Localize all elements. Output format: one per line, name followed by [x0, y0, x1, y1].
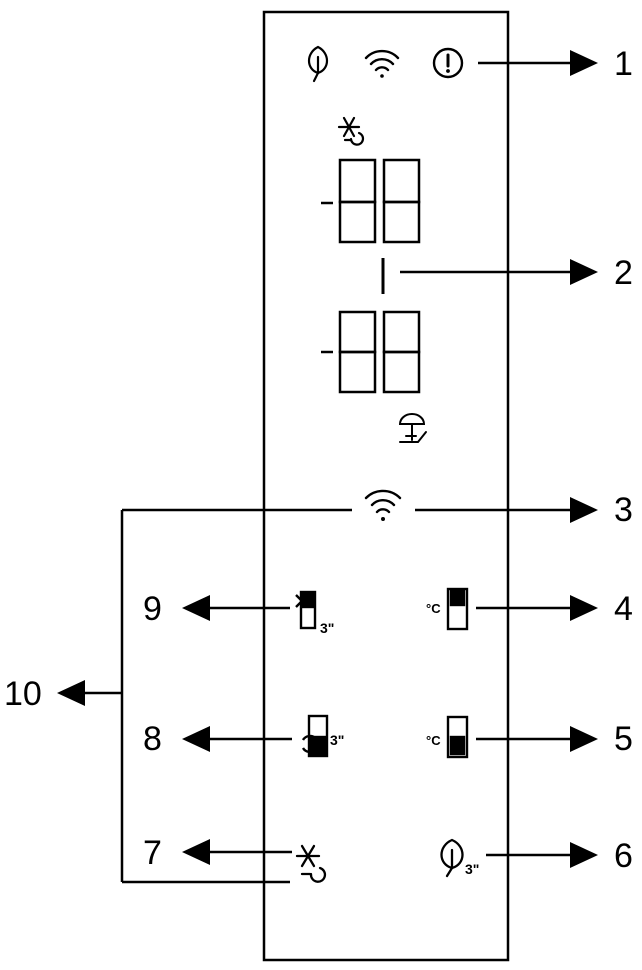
callout-bracket-10 — [57, 510, 290, 884]
callout-arrow-2 — [400, 259, 598, 285]
callout-arrow-8 — [182, 726, 292, 752]
leaf-icon — [440, 838, 464, 878]
timer-3s-label: 3" — [465, 861, 479, 877]
lock-icon — [295, 590, 317, 630]
celsius-label: °C — [426, 601, 441, 616]
alert-icon — [432, 47, 464, 79]
fridge-temperature-display — [321, 158, 421, 244]
timer-3s-label: 3" — [320, 620, 334, 636]
celsius-label: °C — [426, 733, 441, 748]
timer-3s-label: 3" — [330, 732, 344, 748]
callout-arrow-3 — [122, 497, 598, 523]
wifi-icon — [364, 49, 400, 78]
control-panel — [262, 10, 510, 962]
leaf-icon — [307, 45, 329, 83]
beach-umbrella-icon — [398, 413, 427, 443]
callout-arrow-7 — [182, 839, 292, 865]
callout-label-4: 4 — [614, 590, 633, 628]
callout-label-7: 7 — [143, 834, 162, 872]
snowflake-icon — [337, 116, 365, 146]
callout-label-10: 10 — [4, 675, 42, 713]
fridge-bottom-compartment-icon — [446, 715, 469, 759]
callout-label-6: 6 — [614, 837, 633, 875]
callout-label-1: 1 — [614, 45, 633, 83]
snowflake-icon — [295, 844, 327, 883]
callout-arrow-1 — [478, 50, 598, 76]
reset-icon — [301, 714, 329, 758]
callout-label-8: 8 — [143, 720, 162, 758]
freezer-temperature-display — [321, 310, 421, 394]
callout-arrow-6 — [486, 842, 598, 868]
callout-label-5: 5 — [614, 720, 633, 758]
callout-label-3: 3 — [614, 491, 633, 529]
callout-label-2: 2 — [614, 254, 633, 292]
callout-arrow-4 — [476, 595, 598, 621]
callout-label-9: 9 — [143, 590, 162, 628]
fridge-top-compartment-icon — [446, 587, 469, 631]
callout-arrow-5 — [476, 726, 598, 752]
callout-arrow-9 — [182, 595, 290, 621]
wifi-icon — [364, 489, 402, 521]
